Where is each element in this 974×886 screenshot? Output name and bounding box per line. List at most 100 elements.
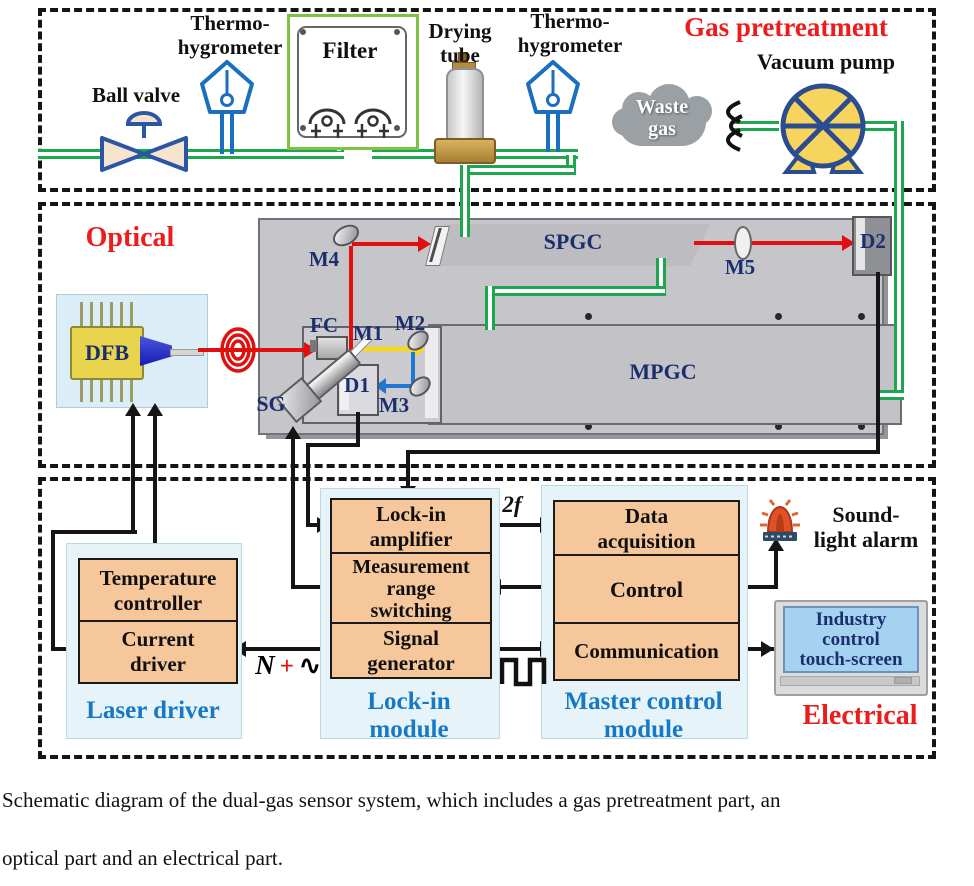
red-beam-fiber: [198, 348, 306, 352]
screen-label-line: touch-screen: [799, 648, 903, 670]
lockin-amplifier-box: Lock-in amplifier: [330, 498, 492, 556]
wire: [306, 443, 310, 527]
bench-screw: [858, 313, 865, 320]
red-beam-vertical: [349, 246, 353, 350]
thermo1-line: hygrometer: [177, 34, 283, 59]
m1-label: M1: [352, 321, 384, 345]
d2-label: D2: [860, 229, 886, 253]
signal-generator-label: generator: [367, 650, 455, 675]
mpgc-in-pipe: [485, 286, 495, 330]
filter-screw: [300, 125, 306, 131]
data-acquisition-label: Data: [624, 504, 669, 528]
wire: [51, 530, 137, 534]
filter-screw: [300, 29, 306, 35]
bench-screw: [775, 313, 782, 320]
m5-label: M5: [724, 255, 756, 279]
drying-line: tube: [440, 42, 480, 67]
ramp-plus-sine-label: N + ∿: [240, 650, 336, 681]
temperature-controller-label: Temperature: [99, 566, 217, 590]
pump-exhaust-pipe: [733, 121, 779, 131]
wire: [735, 647, 774, 651]
exhaust-wind-icon: [726, 100, 743, 152]
filter-pumps-icon: [308, 108, 392, 138]
filter-screw: [394, 29, 400, 35]
sg-label: SG: [256, 391, 286, 416]
lockin-amplifier-label: amplifier: [369, 527, 453, 551]
wire: [500, 585, 553, 589]
wire: [246, 647, 330, 651]
plus-glyph: +: [279, 653, 294, 680]
wire: [291, 585, 332, 589]
yellow-beam: [362, 347, 414, 351]
fc-nub: [310, 340, 317, 352]
lockin-module-label-line: Lock-in: [367, 688, 451, 715]
optical-title: Optical: [85, 222, 175, 253]
bench-screw: [585, 313, 592, 320]
gas-pipe-inlet: [38, 149, 344, 159]
figure-caption-line1: Schematic diagram of the dual-gas sensor…: [2, 788, 781, 812]
electrical-frame: [38, 477, 936, 759]
thermo-hygrometer-icon: [526, 60, 580, 152]
wire: [306, 443, 360, 447]
blue-beam-vertical: [411, 352, 415, 386]
filter-screw: [394, 125, 400, 131]
spgc-mpgc-pipe: [485, 286, 665, 296]
wire: [488, 647, 542, 651]
lockin-module-label: Lock-in module: [330, 688, 488, 744]
thermo2-line: hygrometer: [517, 32, 623, 57]
current-driver-label: Current: [121, 627, 195, 651]
signal-generator-label: Signal: [382, 625, 440, 650]
wire-arrow: [147, 403, 163, 416]
thermo-hygrometer-label: Thermo- hygrometer: [496, 9, 644, 57]
d1-label: D1: [344, 373, 370, 397]
lens-m5-icon: [734, 226, 752, 260]
thermo-hygrometer-label: Thermo- hygrometer: [156, 11, 304, 59]
drying-tube-cap: [458, 52, 468, 64]
sine-wave-glyph: ∿: [298, 651, 321, 680]
wire: [356, 412, 360, 447]
electrical-title: Electrical: [802, 700, 918, 731]
wire-arrow: [761, 641, 774, 657]
fiber-stub: [170, 349, 204, 356]
screen-label-line: control: [822, 628, 880, 650]
pump-inlet-pipe: [858, 121, 900, 131]
touch-screen-button: [894, 677, 912, 684]
communication-box: Communication: [553, 622, 740, 681]
waste-gas-cloud: [682, 96, 712, 126]
drying-tube-label: Drying tube: [404, 19, 516, 67]
square-wave-icon: [500, 657, 547, 687]
mpgc-pump-riser: [894, 121, 904, 398]
communication-label: Communication: [574, 639, 719, 663]
m3-label: M3: [378, 393, 410, 417]
temperature-controller-label: controller: [113, 591, 203, 615]
measurement-range-switching-box: Measurement range switching: [330, 552, 492, 626]
wire: [131, 415, 135, 534]
drying-line: Drying: [428, 19, 492, 43]
touch-screen-bar: [780, 676, 920, 686]
mrs-label: switching: [370, 600, 452, 622]
ball-valve-label: Ball valve: [91, 83, 181, 107]
sound-light-alarm-label: Sound- light alarm: [800, 502, 932, 552]
mpgc-cell: [428, 324, 902, 425]
wire: [51, 530, 55, 651]
master-module-label-line: Master control: [564, 688, 723, 715]
dfb-pins-bottom: [80, 376, 136, 402]
red-beam-to-d2: [694, 241, 844, 245]
d2-window: [856, 218, 865, 270]
data-acquisition-label: acquisition: [597, 529, 696, 553]
control-label: Control: [610, 577, 683, 602]
thermo-hygrometer-icon: [200, 60, 254, 154]
drying-tube-base: [434, 138, 496, 164]
dfb-label: DFB: [85, 339, 129, 365]
mpgc-label: MPGC: [629, 359, 697, 384]
mpgc-out-link: [876, 390, 904, 400]
signal-generator-box: Signal generator: [330, 622, 492, 679]
wire: [406, 450, 880, 454]
dfb-pins-top: [80, 302, 136, 328]
wire: [735, 585, 778, 589]
alarm-label-line: light alarm: [813, 527, 919, 552]
blue-beam-arrow: [375, 378, 386, 394]
data-acquisition-box: Data acquisition: [553, 500, 740, 558]
red-beam-arrow: [842, 235, 855, 251]
